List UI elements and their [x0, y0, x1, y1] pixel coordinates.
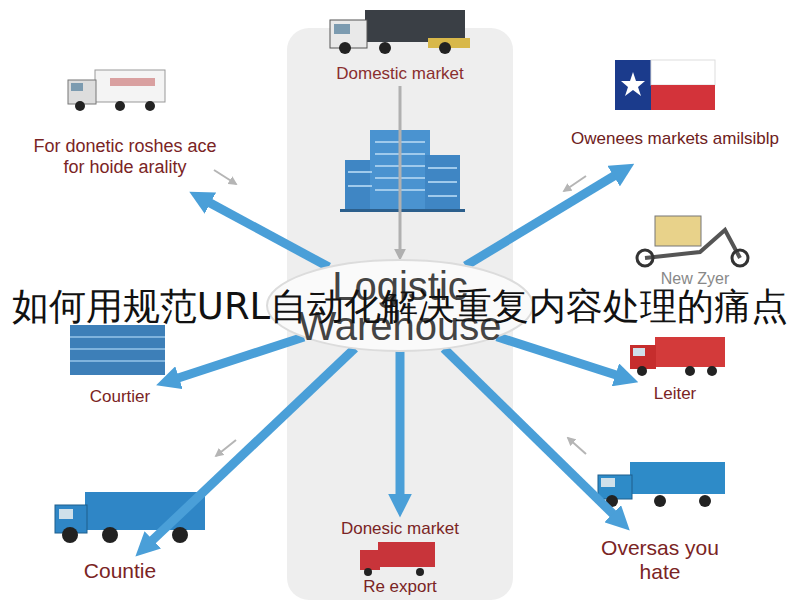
- truck-cab: [360, 550, 380, 570]
- market-label: Oversas you hate: [600, 530, 720, 590]
- market-label: Domestic market: [300, 62, 500, 86]
- market-label: Courtier: [55, 385, 185, 409]
- market-label: Countie: [40, 556, 200, 586]
- wheel: [439, 42, 451, 54]
- node-text: Leiter: [654, 384, 697, 404]
- wheel: [699, 495, 711, 507]
- flow-arrow: [444, 348, 614, 515]
- pointer-arrow: [564, 176, 586, 191]
- node-text: Domestic market: [336, 64, 464, 84]
- truck-box: [630, 462, 725, 494]
- wheel: [115, 101, 125, 111]
- truck-window: [59, 509, 73, 519]
- wheel: [685, 366, 695, 376]
- truck-box: [95, 70, 165, 102]
- scooter-frame: [645, 230, 740, 258]
- flag-star: [621, 72, 645, 96]
- building: [70, 325, 165, 375]
- truck-window: [601, 478, 615, 487]
- truck-box: [378, 542, 435, 567]
- wheel: [172, 527, 188, 543]
- node-text: Oversas you hate: [600, 536, 720, 584]
- node-text: Donesic market: [341, 519, 459, 539]
- wheel: [606, 495, 618, 507]
- wheel: [62, 527, 78, 543]
- node-text: Owenees markets amilsiblp: [571, 129, 779, 149]
- flow-arrow: [399, 86, 402, 250]
- truck-window: [71, 83, 83, 91]
- wheel: [364, 568, 372, 576]
- pointer-arrow: [216, 440, 236, 456]
- market-label: Re export: [320, 575, 480, 599]
- wheel: [379, 42, 391, 54]
- truck-box: [365, 10, 465, 42]
- truck-cab: [598, 475, 632, 499]
- truck-stripe: [110, 78, 155, 86]
- wheel: [75, 101, 85, 111]
- scooter-box: [655, 216, 701, 246]
- wheel: [707, 366, 717, 376]
- wheel: [637, 250, 653, 266]
- wheel: [102, 527, 118, 543]
- flow-arrow: [497, 337, 618, 376]
- flow-arrow: [208, 202, 329, 267]
- building-windows: [70, 337, 165, 361]
- pointer-arrow: [214, 170, 236, 184]
- wheel: [416, 568, 424, 576]
- flag-field: [615, 60, 651, 110]
- node-text: For donetic roshes ace for hoide arality: [25, 136, 225, 177]
- wheel: [654, 495, 666, 507]
- building-windows: [348, 142, 457, 196]
- pointer-arrow: [568, 438, 586, 454]
- market-label: Owenees markets amilsiblp: [570, 114, 780, 164]
- market-label: For donetic roshes ace for hoide arality: [25, 122, 225, 192]
- flag-stripe: [651, 85, 715, 110]
- truck-box: [655, 337, 725, 367]
- wheel: [637, 366, 647, 376]
- market-label: Donesic market: [300, 517, 500, 541]
- flow-arrow: [396, 351, 405, 496]
- building-base: [340, 209, 465, 212]
- oval-shape: [267, 260, 533, 351]
- node-text: Countie: [84, 559, 156, 583]
- flow-arrow: [465, 175, 615, 266]
- truck-cab: [68, 80, 96, 104]
- diagram-title: 如何用规范URL自动化解决重复内容处理的痛点: [0, 282, 800, 332]
- flow-arrow: [177, 337, 304, 379]
- truck-cab: [630, 345, 656, 369]
- truck-box: [85, 492, 205, 530]
- truck-window: [334, 24, 350, 34]
- flag-stripe: [651, 60, 715, 85]
- truck-window: [633, 348, 645, 356]
- node-text: Courtier: [90, 387, 150, 407]
- pointer-arrow: [399, 484, 401, 502]
- flow-arrow: [151, 348, 355, 541]
- market-label: Leiter: [615, 382, 735, 406]
- wheel: [732, 250, 748, 266]
- wheel: [339, 42, 351, 54]
- node-text: Re export: [363, 577, 437, 597]
- wheel: [145, 101, 155, 111]
